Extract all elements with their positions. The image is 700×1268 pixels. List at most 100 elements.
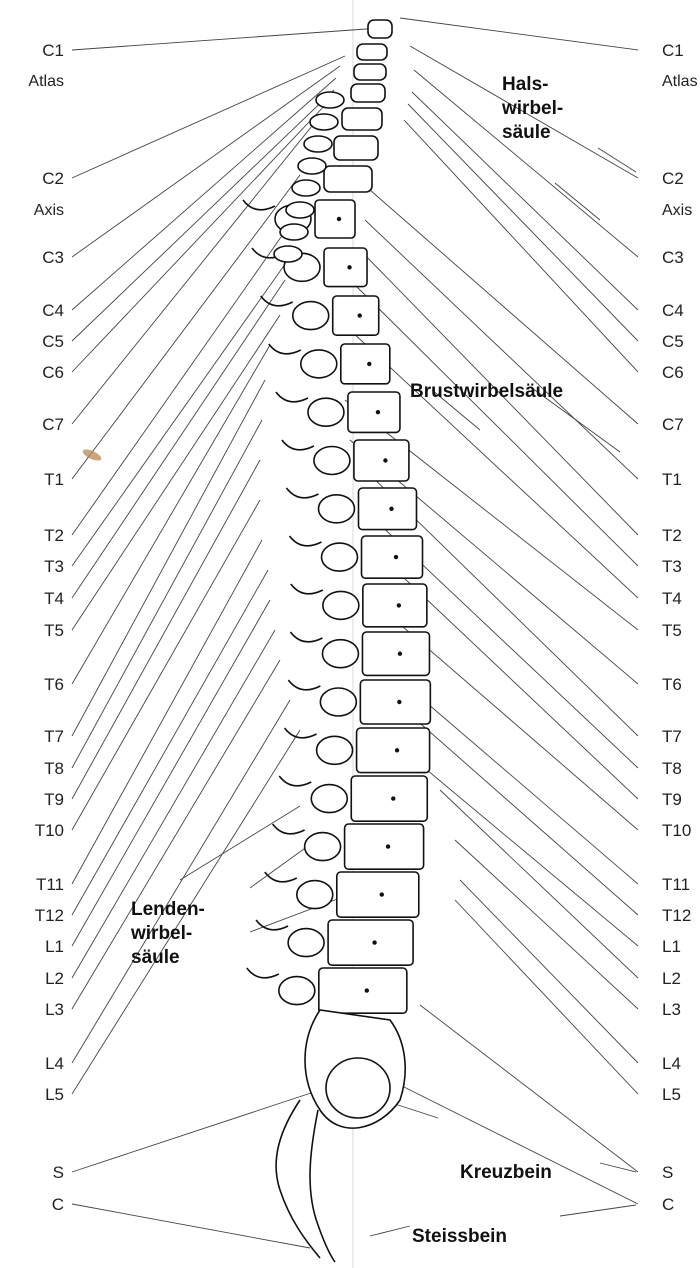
bone-texture-dot-17 — [365, 989, 368, 992]
sacrum-coccyx-drawing — [276, 1010, 405, 1262]
vertebral-body-11 — [360, 680, 430, 724]
leader-line-left-t6 — [72, 345, 270, 684]
vertebral-body-13 — [351, 776, 427, 821]
coccyx-outline-right — [310, 1110, 335, 1262]
leader-line-right-kreuzbein — [600, 1163, 636, 1172]
vertebral-process-15 — [297, 881, 333, 909]
bone-texture-dot-14 — [387, 845, 390, 848]
coccyx-outline-left — [276, 1100, 320, 1258]
leader-line-left-t9 — [72, 460, 260, 799]
vertebral-body-3 — [333, 296, 379, 335]
label-right-l5: L5 — [662, 1086, 681, 1104]
cervical-process-1 — [316, 92, 344, 108]
label-right-t9: T9 — [662, 791, 682, 809]
label-left-c4: C4 — [42, 302, 64, 320]
region-label-steissbein: Steissbein — [412, 1225, 507, 1249]
spinous-process-13 — [279, 776, 311, 786]
label-right-t12: T12 — [662, 907, 691, 925]
label-left-t11: T11 — [36, 876, 64, 894]
spinous-process-14 — [273, 824, 305, 834]
vertebral-process-14 — [305, 833, 341, 861]
label-left-l2: L2 — [45, 970, 64, 988]
bone-texture-dot-1 — [338, 218, 341, 221]
region-label-halswirbelsaeule: Hals- wirbel- säule — [502, 73, 563, 145]
label-left-l1: L1 — [45, 938, 64, 956]
label-left-axis: Axis — [34, 202, 64, 220]
spinous-process-8 — [290, 536, 322, 546]
leader-line-left-t2 — [72, 210, 300, 535]
leader-line-left-t1 — [72, 175, 300, 479]
label-right-s: S — [662, 1164, 673, 1182]
label-right-axis: Axis — [662, 202, 692, 220]
label-left-t7: T7 — [44, 728, 64, 746]
label-left-t2: T2 — [44, 527, 64, 545]
vertebral-body-4 — [341, 344, 390, 384]
label-left-t8: T8 — [44, 760, 64, 778]
cervical-vertebra-1 — [368, 20, 392, 38]
leader-line-right-l3 — [455, 840, 638, 1009]
vertebral-process-4 — [301, 350, 337, 378]
vertebral-process-10 — [322, 640, 358, 668]
leader-line-right-l5 — [455, 900, 638, 1094]
label-left-atlas: Atlas — [28, 73, 64, 91]
spinous-process-3 — [261, 296, 293, 306]
vertebral-body-7 — [358, 488, 416, 530]
region-label-lendenwirbelsaeule: Lenden- wirbel- säule — [131, 898, 205, 970]
vertebral-process-5 — [308, 398, 344, 426]
vertebral-process-3 — [293, 302, 329, 330]
label-right-c3: C3 — [662, 249, 684, 267]
cervical-vertebra-7 — [324, 166, 372, 192]
label-right-l2: L2 — [662, 970, 681, 988]
leader-line-left-c1 — [72, 28, 380, 50]
label-right-c: C — [662, 1196, 674, 1214]
label-left-c1: C1 — [42, 42, 64, 60]
leader-line-right-c1 — [400, 18, 638, 50]
spinous-process-16 — [256, 920, 288, 930]
leader-line-steissbein — [370, 1226, 410, 1236]
spinous-process-5 — [276, 392, 308, 402]
leader-line-right-l2 — [440, 790, 638, 978]
label-right-c1: C1 — [662, 42, 684, 60]
label-right-c7: C7 — [662, 416, 684, 434]
label-left-c6: C6 — [42, 364, 64, 382]
spinous-process-7 — [286, 488, 318, 498]
label-left-l5: L5 — [45, 1086, 64, 1104]
leader-line-right-hals-segment — [598, 148, 636, 172]
cervical-process-7 — [280, 224, 308, 240]
leader-line-right-steissbein — [560, 1205, 636, 1216]
vertebral-column — [243, 20, 430, 1013]
leader-line-left-t4 — [72, 280, 285, 598]
cervical-process-6 — [286, 202, 314, 218]
cervical-process-8 — [274, 246, 302, 262]
bone-texture-dot-11 — [398, 701, 401, 704]
label-left-c7: C7 — [42, 416, 64, 434]
spinous-process-1 — [243, 200, 275, 210]
leader-line-kreuzbein — [395, 1104, 438, 1118]
label-right-t10: T10 — [662, 822, 691, 840]
vertebral-body-8 — [362, 536, 423, 578]
vertebral-body-17 — [319, 968, 407, 1013]
label-left-t4: T4 — [44, 590, 64, 608]
vertebral-process-7 — [318, 495, 354, 523]
vertebral-process-11 — [320, 688, 356, 716]
label-right-c6: C6 — [662, 364, 684, 382]
cervical-process-4 — [298, 158, 326, 174]
bone-texture-dot-9 — [397, 604, 400, 607]
leader-line-right-s — [420, 1005, 638, 1172]
spinous-process-11 — [288, 680, 320, 690]
label-left-t1: T1 — [44, 471, 64, 489]
region-label-kreuzbein: Kreuzbein — [460, 1161, 552, 1185]
vertebral-body-5 — [348, 392, 400, 432]
leader-line-left-l4 — [72, 700, 290, 1063]
cervical-vertebra-4 — [351, 84, 385, 102]
vertebral-body-12 — [357, 728, 430, 773]
vertebral-body-15 — [337, 872, 419, 917]
spinous-process-6 — [282, 440, 314, 450]
label-right-t3: T3 — [662, 558, 682, 576]
leader-line-right-c — [390, 1080, 638, 1204]
label-left-l4: L4 — [45, 1055, 64, 1073]
cervical-vertebra-2 — [357, 44, 387, 60]
label-right-l3: L3 — [662, 1001, 681, 1019]
vertebral-process-16 — [288, 929, 324, 957]
